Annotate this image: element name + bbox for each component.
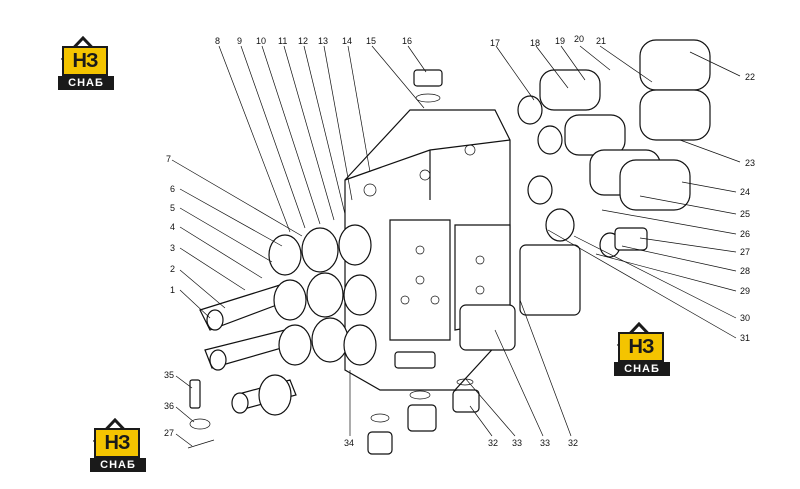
callout-27-left: 27 bbox=[164, 428, 174, 438]
callout-29: 29 bbox=[740, 286, 750, 296]
callout-2: 2 bbox=[170, 264, 175, 274]
right-solenoids bbox=[459, 39, 711, 351]
callout-3: 3 bbox=[170, 243, 175, 253]
callout-18: 18 bbox=[530, 38, 540, 48]
callout-20: 20 bbox=[574, 34, 584, 44]
callout-11: 11 bbox=[278, 36, 287, 46]
callout-12: 12 bbox=[298, 36, 308, 46]
callout-31: 31 bbox=[740, 333, 750, 343]
callout-5: 5 bbox=[170, 203, 175, 213]
callouts-top: 8 9 10 11 12 13 14 15 16 17 18 19 20 21 … bbox=[215, 34, 755, 82]
callout-13: 13 bbox=[318, 36, 328, 46]
callout-32-a: 32 bbox=[488, 438, 498, 448]
leader-lines bbox=[171, 45, 741, 447]
callout-17: 17 bbox=[490, 38, 500, 48]
callout-7: 7 bbox=[166, 154, 171, 164]
brand-logo-top-left: НЗ СНАБ bbox=[56, 36, 120, 94]
callout-1: 1 bbox=[170, 285, 175, 295]
callout-10: 10 bbox=[256, 36, 266, 46]
callouts-left: 1 2 3 4 5 6 7 bbox=[166, 154, 175, 295]
logo-tile: НЗ bbox=[94, 428, 140, 458]
callout-34: 34 bbox=[344, 438, 354, 448]
callout-6: 6 bbox=[170, 184, 175, 194]
left-spools bbox=[199, 224, 377, 416]
callout-36: 36 bbox=[164, 401, 174, 411]
callout-23: 23 bbox=[745, 158, 755, 168]
loose-parts bbox=[187, 351, 480, 455]
callout-32-b: 32 bbox=[568, 438, 578, 448]
callouts-bottom: 32 33 33 32 34 35 36 27 bbox=[164, 370, 578, 448]
callout-8: 8 bbox=[215, 36, 220, 46]
callout-16: 16 bbox=[402, 36, 412, 46]
logo-tile: НЗ bbox=[618, 332, 664, 362]
callout-24: 24 bbox=[740, 187, 750, 197]
logo-mark: НЗ bbox=[628, 335, 655, 358]
callout-33-a: 33 bbox=[512, 438, 522, 448]
callout-21: 21 bbox=[596, 36, 606, 46]
top-plug bbox=[413, 69, 443, 103]
callout-19: 19 bbox=[555, 36, 565, 46]
callout-35: 35 bbox=[164, 370, 174, 380]
callout-4: 4 bbox=[170, 222, 175, 232]
callout-27-right: 27 bbox=[740, 247, 750, 257]
logo-word: СНАБ bbox=[58, 76, 114, 90]
brand-logo-bottom-left: НЗ СНАБ bbox=[88, 418, 152, 476]
logo-mark: НЗ bbox=[104, 431, 131, 454]
callout-15: 15 bbox=[366, 36, 376, 46]
logo-tile: НЗ bbox=[62, 46, 108, 76]
callout-14: 14 bbox=[342, 36, 352, 46]
callouts-right: 23 24 25 26 27 28 29 30 31 bbox=[740, 158, 755, 343]
callout-22: 22 bbox=[745, 72, 755, 82]
logo-word: СНАБ bbox=[90, 458, 146, 472]
logo-word: СНАБ bbox=[614, 362, 670, 376]
callout-33-b: 33 bbox=[540, 438, 550, 448]
callout-30: 30 bbox=[740, 313, 750, 323]
callout-25: 25 bbox=[740, 209, 750, 219]
callout-28: 28 bbox=[740, 266, 750, 276]
brand-logo-right: НЗ СНАБ bbox=[612, 322, 676, 380]
callout-9: 9 bbox=[237, 36, 242, 46]
logo-mark: НЗ bbox=[72, 49, 99, 72]
callout-26: 26 bbox=[740, 229, 750, 239]
